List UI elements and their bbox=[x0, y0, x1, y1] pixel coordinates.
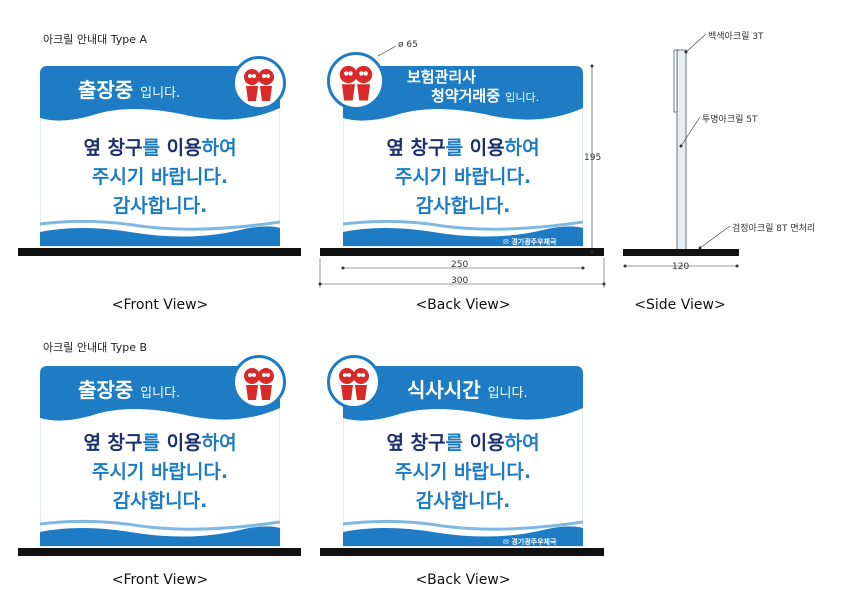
sign-main-text: 출장중 bbox=[78, 378, 134, 402]
caption-front-a: <Front View> bbox=[111, 297, 209, 313]
side-base-label: 검정아크릴 8T 면처리 bbox=[732, 224, 816, 234]
sign-line1-text: 보험관리사 bbox=[407, 68, 477, 86]
side-middle-label: 투명아크릴 5T bbox=[702, 115, 758, 125]
sign-body: 옆 창구를 이용하여 주시기 바랍니다. 감사합니다. bbox=[386, 432, 540, 512]
height-label: 195 bbox=[584, 153, 602, 163]
sign-body: 옆 창구를 이용하여 주시기 바랍니다. 감사합니다. bbox=[83, 137, 237, 217]
logo-diameter-label: ø 65 bbox=[398, 40, 418, 50]
inner-width-label: 250 bbox=[451, 260, 469, 270]
sign-base bbox=[18, 548, 301, 556]
sign-suffix-text: 입니다. bbox=[505, 91, 540, 104]
caption-side-a: <Side View> bbox=[634, 297, 726, 313]
sign-base bbox=[320, 248, 604, 256]
mascot-logo-icon bbox=[327, 52, 385, 110]
dimension-lines bbox=[318, 33, 739, 288]
sign-suffix-text: 입니다. bbox=[140, 86, 181, 101]
sign-panel bbox=[40, 366, 280, 547]
sign-suffix-text: 입니다. bbox=[487, 386, 528, 401]
sign-main-text: 식사시간 bbox=[407, 378, 481, 402]
sign-body: 옆 창구를 이용하여 주시기 바랍니다. 감사합니다. bbox=[386, 137, 540, 217]
post-office-logo-icon: ✉ 경기광주우체국 bbox=[503, 538, 557, 546]
type-b-title: 아크릴 안내대 Type B bbox=[43, 341, 148, 354]
sign-type-a-back: 보험관리사 청약거래중 입니다. 옆 창구를 이용하여 주시기 바랍니다. 감사… bbox=[343, 66, 583, 247]
sign-main-text: 출장중 bbox=[78, 78, 134, 102]
sign-type-b-front: 출장중 입니다. 옆 창구를 이용하여 주시기 바랍니다. 감사합니다. bbox=[40, 366, 280, 547]
post-office-logo-icon: ✉ 경기광주우체국 bbox=[503, 238, 557, 246]
sign-panel bbox=[343, 66, 583, 247]
sign-body: 옆 창구를 이용하여 주시기 바랍니다. 감사합니다. bbox=[83, 432, 237, 512]
outer-width-label: 300 bbox=[451, 276, 469, 286]
type-a-title: 아크릴 안내대 Type A bbox=[43, 33, 147, 46]
sign-panel bbox=[40, 66, 280, 247]
sign-base bbox=[320, 548, 604, 556]
sign-suffix-text: 입니다. bbox=[140, 386, 181, 401]
sign-type-a-front: 출장중 입니다. 옆 창구를 이용하여 주시기 바랍니다. 감사합니다. bbox=[40, 66, 280, 247]
side-top-label: 백색아크릴 3T bbox=[708, 32, 764, 42]
side-width-label: 120 bbox=[672, 262, 690, 272]
mascot-logo-icon bbox=[232, 355, 286, 409]
caption-front-b: <Front View> bbox=[111, 572, 209, 588]
mascot-logo-icon bbox=[232, 56, 286, 110]
caption-back-b: <Back View> bbox=[415, 572, 511, 588]
sign-type-b-back: 식사시간 입니다. 옆 창구를 이용하여 주시기 바랍니다. 감사합니다. ✉ … bbox=[343, 366, 583, 547]
sign-panel bbox=[343, 366, 583, 547]
caption-back-a: <Back View> bbox=[415, 297, 511, 313]
sign-base bbox=[18, 248, 301, 256]
sign-line2-text: 청약거래중 bbox=[431, 87, 501, 105]
mascot-logo-icon bbox=[327, 355, 381, 409]
